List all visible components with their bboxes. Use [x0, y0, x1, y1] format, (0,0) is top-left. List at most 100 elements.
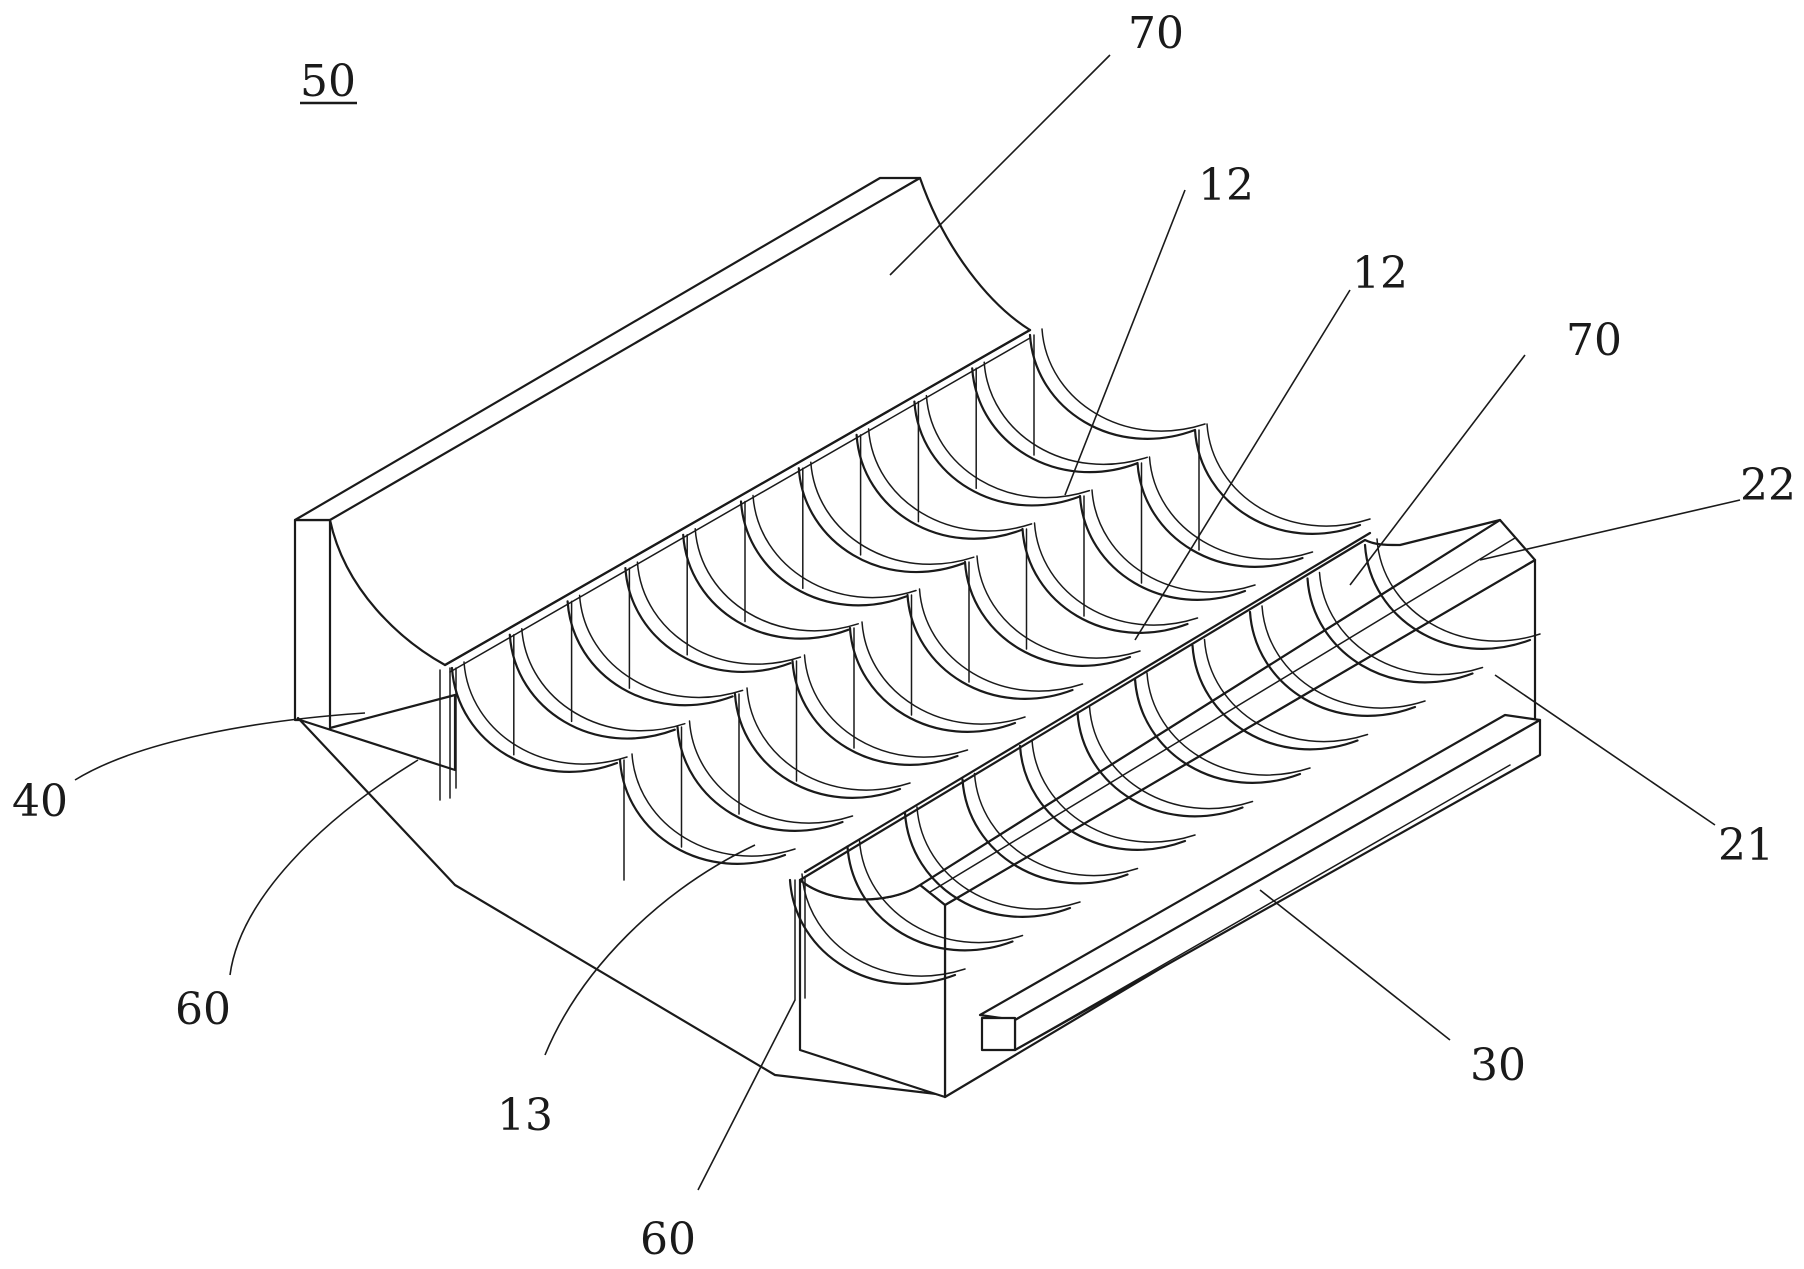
trough-rib-3-4: [961, 778, 1129, 885]
trough-rib-3-11: [1363, 543, 1532, 650]
trough-rib-inner-3-7: [1146, 672, 1311, 776]
trough-rib-inner-1-3: [578, 594, 744, 699]
trough-rib-inner-3-11: [1376, 538, 1541, 642]
trough-rib-inner-3-6: [1088, 705, 1254, 810]
leader-60-left: [229, 759, 419, 976]
trough-rib-inner-3-8: [1203, 638, 1369, 743]
trough-rib-inner-2-4: [803, 654, 969, 758]
label-30: 30: [1470, 1040, 1526, 1091]
trough-rib-inner-3-9: [1261, 605, 1426, 709]
trough-rib-1-7: [797, 467, 965, 574]
trough-rib-3-3: [903, 811, 1072, 918]
trough-rib-2-2: [676, 725, 844, 832]
trough-rib-inner-2-1: [631, 753, 796, 857]
trough-rib-2-6: [906, 593, 1074, 700]
guide-rail: [978, 713, 1542, 1052]
label-12-top: 12: [1198, 160, 1254, 211]
leader-30: [1259, 889, 1451, 1041]
reference-labels: 50 70 12 12 70 22 21 40 60 13 60 30: [12, 8, 1796, 1265]
trough-rib-1-9: [913, 400, 1081, 507]
trough-rib-inner-2-2: [688, 720, 854, 824]
leader-12-top: [1064, 189, 1186, 496]
leader-13: [544, 844, 756, 1056]
label-13: 13: [497, 1090, 553, 1141]
trough-ribs: [450, 328, 1541, 985]
leader-22: [1479, 499, 1741, 561]
trough-rib-2-8: [1021, 527, 1189, 634]
upper-side-wall: [293, 176, 1032, 673]
trough-rib-inner-1-1: [463, 661, 628, 765]
trough-rib-inner-2-10: [1148, 456, 1314, 560]
trough-rib-inner-1-11: [1041, 328, 1206, 432]
trough-rib-inner-2-6: [918, 588, 1084, 692]
trough-rib-inner-1-4: [636, 561, 802, 665]
lower-side-wall: [798, 518, 1502, 901]
lower-wall-rail: [803, 531, 1372, 874]
leader-21: [1494, 674, 1716, 826]
trough-rib-3-8: [1191, 644, 1359, 751]
trough-rib-2-11: [1193, 428, 1362, 535]
trough-rib-2-4: [791, 659, 959, 766]
trough-rib-inner-1-9: [925, 394, 1091, 499]
label-70-right: 70: [1566, 315, 1622, 366]
trough-rib-1-2: [508, 633, 676, 740]
trough-rib-inner-1-6: [752, 494, 917, 599]
trough-rib-2-3: [733, 692, 902, 799]
trough-rib-inner-1-2: [521, 627, 686, 732]
trough-rib-2-1: [618, 758, 787, 865]
trough-rib-inner-1-7: [810, 461, 975, 566]
trough-rib-1-3: [566, 600, 734, 707]
trough-rib-3-5: [1018, 744, 1187, 851]
trough-rib-1-5: [682, 533, 850, 640]
trough-rib-inner-1-5: [694, 528, 859, 632]
trough-rib-3-6: [1076, 711, 1244, 818]
label-40: 40: [12, 776, 68, 827]
trough-rib-3-9: [1248, 610, 1417, 717]
guide-rail-end-cap: [980, 1016, 1017, 1052]
trough-rib-inner-3-10: [1318, 571, 1484, 676]
trough-rib-2-10: [1136, 461, 1304, 568]
trough-rib-inner-2-3: [746, 687, 911, 791]
trough-rib-inner-3-1: [801, 873, 966, 977]
label-21: 21: [1718, 820, 1774, 871]
trough-rib-inner-3-5: [1031, 739, 1196, 843]
label-50: 50: [300, 56, 356, 107]
leader-40: [74, 712, 366, 781]
trough-rib-inner-3-2: [858, 839, 1024, 944]
leader-70-top: [889, 54, 1111, 276]
trough-rib-1-8: [855, 433, 1023, 540]
trough-rib-inner-2-11: [1206, 423, 1371, 527]
leader-60-right: [697, 999, 796, 1191]
trough-rib-inner-2-8: [1033, 522, 1199, 626]
trough-rib-3-2: [846, 845, 1014, 952]
trough-rib-1-1: [450, 666, 619, 773]
trough-rib-1-10: [971, 367, 1139, 474]
label-60-right: 60: [640, 1214, 696, 1265]
guide-rail-underside: [1014, 764, 1511, 1051]
label-22: 22: [1740, 460, 1796, 511]
leader-lines: [74, 54, 1741, 1191]
label-60-left: 60: [175, 984, 231, 1035]
trough-rib-inner-2-5: [861, 621, 1026, 725]
trough-rib-2-5: [848, 626, 1017, 733]
trough-rib-1-4: [624, 567, 792, 673]
right-end-top-ridge: [929, 537, 1516, 893]
trough-rib-2-7: [963, 560, 1132, 667]
trough-rib-inner-1-10: [983, 361, 1148, 466]
right-trough-end: [798, 878, 947, 1099]
upper-wall-lower-rail: [443, 328, 1032, 667]
leader-70-right: [1349, 354, 1526, 586]
lower-wall-face: [798, 518, 1502, 901]
trough-rib-2-9: [1078, 494, 1247, 601]
upper-wall-face: [328, 176, 1032, 667]
base-lower-outline: [296, 716, 947, 1097]
trough-rib-inner-2-7: [976, 555, 1141, 659]
trough-rib-inner-1-8: [867, 428, 1033, 532]
trough-rib-3-10: [1306, 577, 1474, 684]
trough-rib-inner-2-9: [1091, 489, 1256, 593]
trough-rib-1-6: [739, 500, 908, 607]
trough-rib-3-7: [1133, 677, 1302, 784]
label-70-top: 70: [1128, 8, 1184, 59]
leader-12-mid: [1134, 289, 1351, 641]
